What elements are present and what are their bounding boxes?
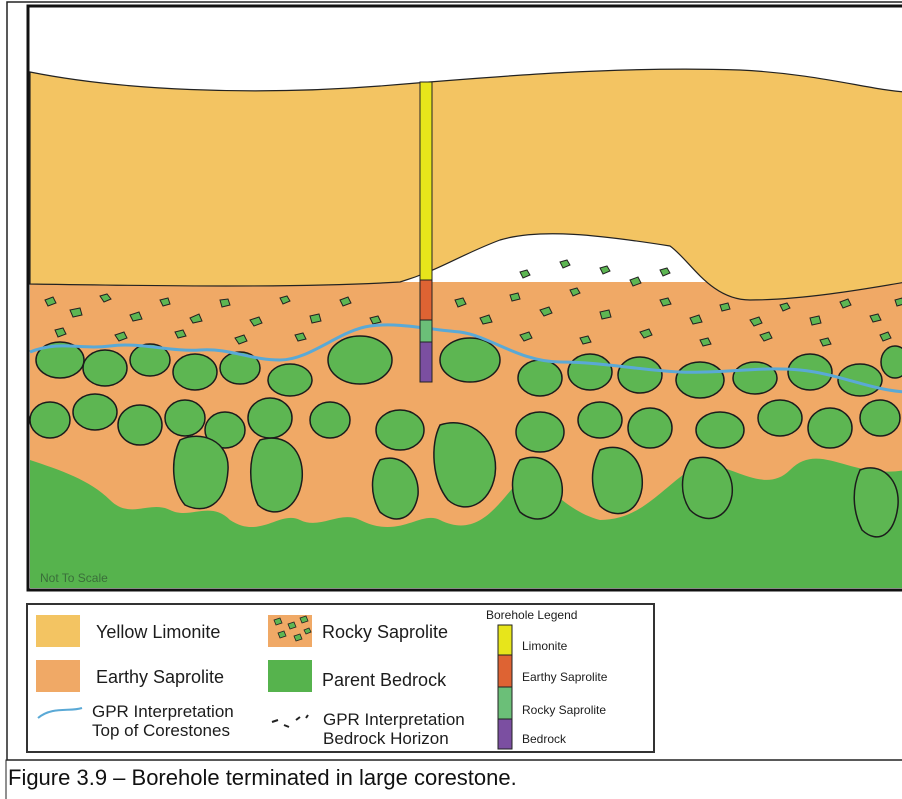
- borehole-bedrock-segment: [420, 342, 432, 382]
- figure-caption: Figure 3.9 – Borehole terminated in larg…: [8, 765, 517, 791]
- borehole-legend-limonite-swatch: [498, 625, 512, 655]
- borehole-legend-earthy-swatch: [498, 655, 512, 687]
- borehole: [420, 82, 432, 382]
- cross-section: [28, 6, 902, 590]
- borehole-legend-bedrock-swatch: [498, 719, 512, 749]
- legend-gpr-corestones-label-2: Top of Corestones: [92, 721, 230, 741]
- legend-earthy-saprolite-label: Earthy Saprolite: [96, 667, 224, 688]
- borehole-earthy-saprolite-segment: [420, 280, 432, 320]
- legend-gpr-bedrock-label-1: GPR Interpretation: [323, 710, 465, 730]
- legend-gpr-bedrock-label-2: Bedrock Horizon: [323, 729, 449, 749]
- parent-bedrock-swatch: [268, 660, 312, 692]
- legend-rocky-saprolite-label: Rocky Saprolite: [322, 622, 448, 643]
- borehole-legend-earthy-label: Earthy Saprolite: [522, 670, 607, 684]
- not-to-scale-label: Not To Scale: [40, 571, 108, 585]
- borehole-legend-rocky-label: Rocky Saprolite: [522, 703, 606, 717]
- legend-gpr-corestones-label-1: GPR Interpretation: [92, 702, 234, 722]
- borehole-legend-title: Borehole Legend: [486, 608, 577, 622]
- legend-yellow-limonite-label: Yellow Limonite: [96, 622, 220, 643]
- borehole-rocky-saprolite-segment: [420, 320, 432, 342]
- legend-parent-bedrock-label: Parent Bedrock: [322, 670, 446, 691]
- borehole-limonite-segment: [420, 82, 432, 280]
- borehole-legend-limonite-label: Limonite: [522, 639, 567, 653]
- yellow-limonite-swatch: [36, 615, 80, 647]
- borehole-legend-bedrock-label: Bedrock: [522, 732, 566, 746]
- borehole-legend-rocky-swatch: [498, 687, 512, 719]
- earthy-saprolite-swatch: [36, 660, 80, 692]
